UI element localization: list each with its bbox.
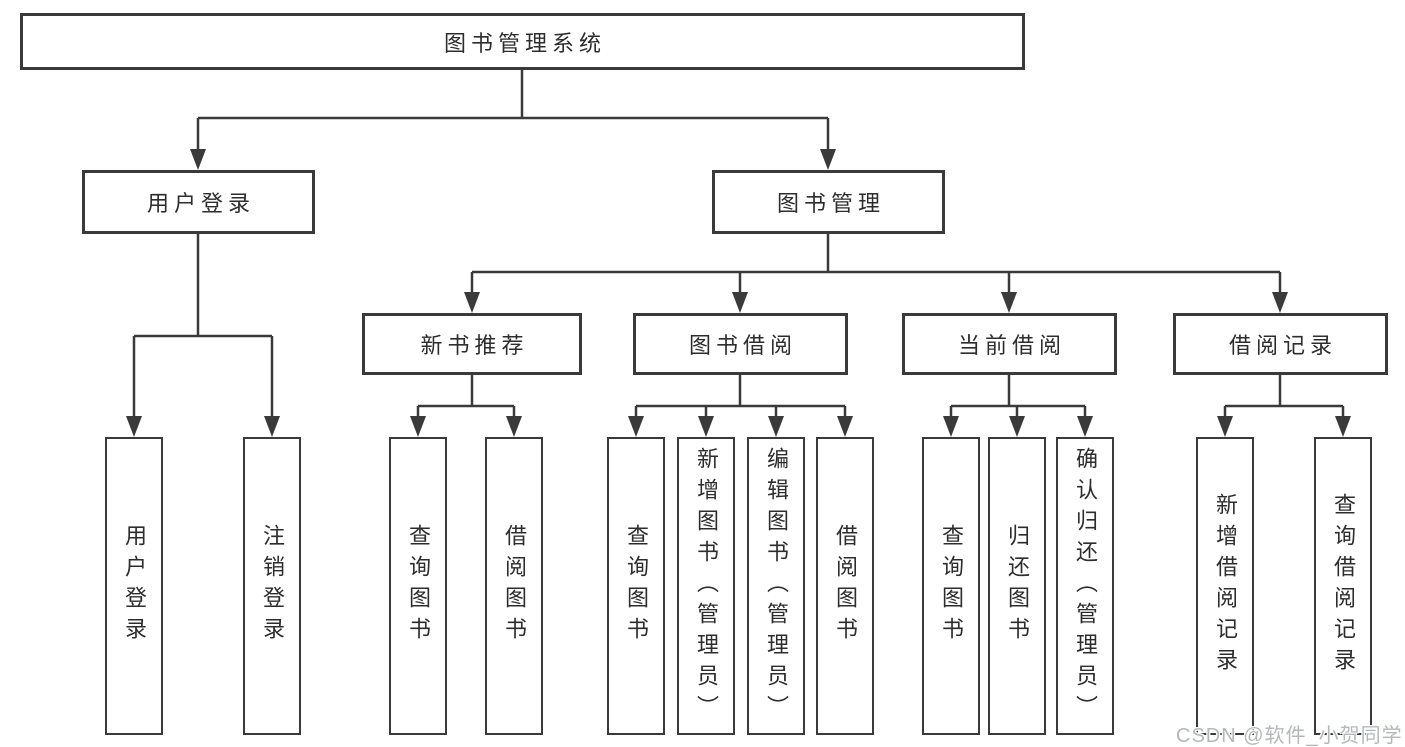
- leaf-label: 借阅图书: [833, 524, 858, 648]
- arrow-down-icon: [1077, 416, 1093, 437]
- leaf-logout: 注销登录: [243, 437, 301, 735]
- connector-root-to-level2: [196, 70, 830, 152]
- connector-user-login-children: [132, 233, 274, 419]
- node-borrowing-records: 借阅记录: [1173, 313, 1388, 375]
- node-new-book-recommend: 新书推荐: [362, 313, 582, 375]
- leaf-return-books: 归还图书: [988, 437, 1046, 735]
- csdn-watermark: CSDN @软件_小贺同学: [1176, 725, 1403, 747]
- arrowheads: [126, 149, 1351, 437]
- leaf-edit-books-admin: 编辑图书（管理员）: [747, 437, 805, 735]
- arrow-down-icon: [464, 292, 480, 313]
- leaf-label: 查询图书: [624, 524, 649, 648]
- leaf-label: 归还图书: [1005, 524, 1030, 648]
- node-label: 用户登录: [146, 191, 255, 216]
- leaf-label: 新增借阅记录: [1213, 493, 1238, 679]
- arrow-down-icon: [1335, 416, 1351, 437]
- leaf-label: 查询图书: [939, 524, 964, 648]
- node-label: 图书借阅: [688, 333, 797, 358]
- leaf-label: 编辑图书（管理员）: [764, 446, 789, 726]
- node-label: 图书管理: [776, 191, 885, 216]
- node-book-management: 图书管理: [712, 170, 945, 234]
- arrow-down-icon: [628, 416, 644, 437]
- arrow-down-icon: [837, 416, 853, 437]
- node-label: 当前借阅: [957, 333, 1066, 358]
- node-label: 新书推荐: [420, 333, 529, 358]
- connector-book-borrow-children: [634, 374, 847, 419]
- leaf-label: 用户登录: [122, 524, 147, 648]
- arrow-down-icon: [126, 416, 142, 437]
- leaf-user-login: 用户登录: [105, 437, 163, 735]
- leaf-query-borrow-record: 查询借阅记录: [1314, 437, 1372, 735]
- node-root-system: 图书管理系统: [20, 13, 1025, 70]
- leaf-confirm-return-admin: 确认归还（管理员）: [1056, 437, 1114, 735]
- leaf-label: 借阅图书: [502, 524, 527, 648]
- arrow-down-icon: [190, 149, 206, 170]
- arrow-down-icon: [506, 416, 522, 437]
- node-user-login: 用户登录: [82, 170, 315, 234]
- arrow-down-icon: [732, 292, 748, 313]
- node-label: 借阅记录: [1228, 333, 1337, 358]
- connector-borrow-records-children: [1223, 374, 1345, 419]
- arrow-down-icon: [768, 416, 784, 437]
- connector-book-mgmt-to-level3: [470, 233, 1282, 295]
- leaf-query-books-newrec: 查询图书: [389, 437, 447, 735]
- leaf-add-books-admin: 新增图书（管理员）: [677, 437, 735, 735]
- arrow-down-icon: [698, 416, 714, 437]
- arrow-down-icon: [820, 149, 836, 170]
- arrow-down-icon: [410, 416, 426, 437]
- arrow-down-icon: [1001, 292, 1017, 313]
- node-label: 图书管理系统: [443, 30, 606, 56]
- node-book-borrowing: 图书借阅: [633, 313, 848, 375]
- leaf-borrow-books-newrec: 借阅图书: [485, 437, 543, 735]
- arrow-down-icon: [943, 416, 959, 437]
- leaf-label: 确认归还（管理员）: [1073, 446, 1098, 726]
- connector-current-borrow-children: [949, 374, 1087, 419]
- leaf-query-books-borrow: 查询图书: [607, 437, 665, 735]
- leaf-label: 查询借阅记录: [1331, 493, 1356, 679]
- arrow-down-icon: [264, 416, 280, 437]
- leaf-add-borrow-record: 新增借阅记录: [1196, 437, 1254, 735]
- leaf-label: 查询图书: [406, 524, 431, 648]
- connector-new-book-children: [416, 374, 516, 419]
- arrow-down-icon: [1217, 416, 1233, 437]
- leaf-label: 注销登录: [260, 524, 285, 648]
- leaf-borrow-books: 借阅图书: [816, 437, 874, 735]
- leaf-query-books-current: 查询图书: [922, 437, 980, 735]
- leaf-label: 新增图书（管理员）: [694, 446, 719, 726]
- arrow-down-icon: [1009, 416, 1025, 437]
- node-current-borrowing: 当前借阅: [902, 313, 1117, 375]
- arrow-down-icon: [1272, 292, 1288, 313]
